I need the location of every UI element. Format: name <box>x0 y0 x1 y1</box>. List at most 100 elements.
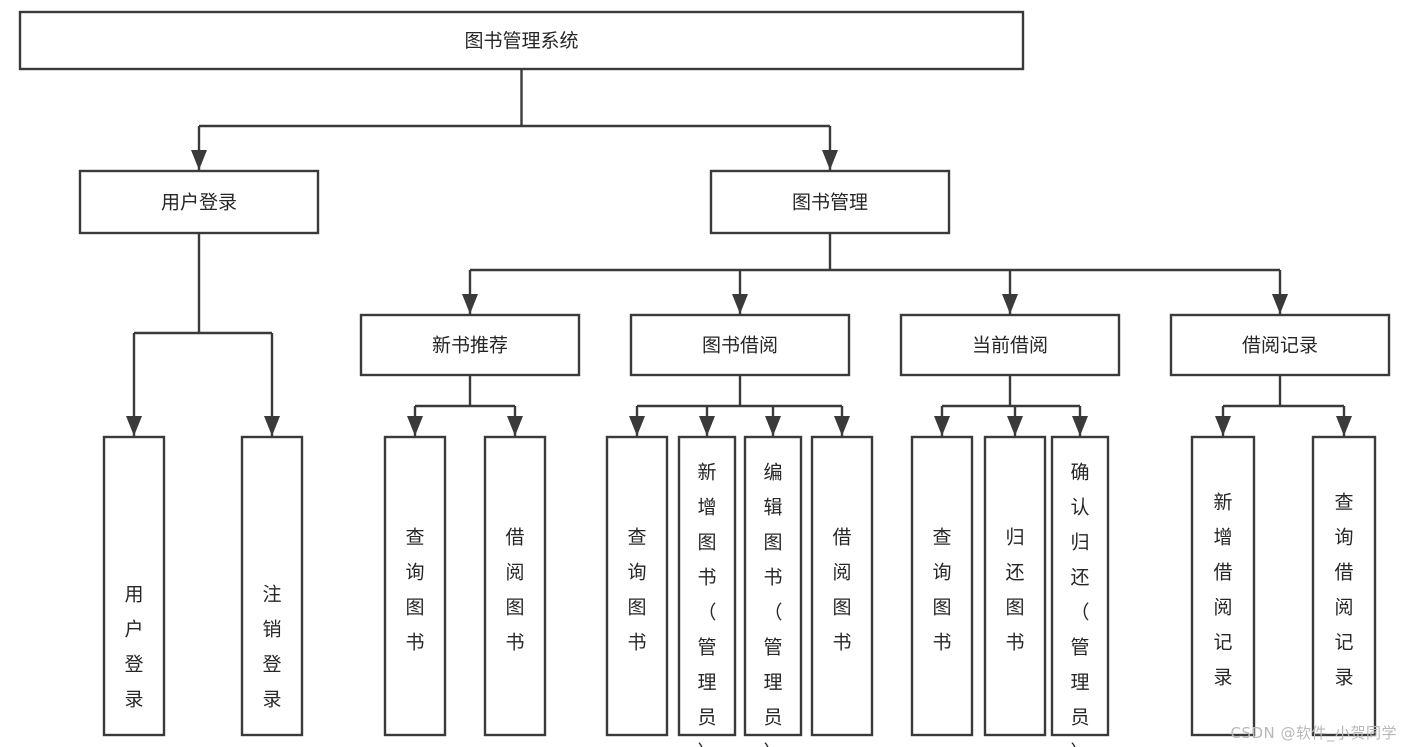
svg-text:录: 录 <box>262 688 281 710</box>
svg-text:查: 查 <box>1334 491 1353 513</box>
svg-text:还: 还 <box>1005 561 1024 583</box>
svg-text:认: 认 <box>1070 496 1089 518</box>
svg-text:询: 询 <box>405 561 424 583</box>
svg-text:图: 图 <box>697 531 716 553</box>
node-new-book-recommend[interactable] <box>359 313 581 377</box>
svg-text:借: 借 <box>1334 561 1353 583</box>
node-label-root: 图书管理系统 <box>464 30 578 52</box>
svg-text:用: 用 <box>124 583 143 605</box>
svg-text:）: ） <box>763 741 782 747</box>
leaf-node-6[interactable] <box>743 435 803 737</box>
svg-text:）: ） <box>1070 741 1089 747</box>
arrow-down-icon <box>407 416 423 436</box>
svg-text:图: 图 <box>763 531 782 553</box>
svg-text:（: （ <box>763 601 782 623</box>
svg-text:编: 编 <box>763 461 782 483</box>
svg-text:图: 图 <box>627 596 646 618</box>
arrow-down-icon <box>699 416 715 436</box>
svg-text:（: （ <box>1070 601 1089 623</box>
arrow-down-icon <box>507 416 523 436</box>
svg-text:录: 录 <box>1334 666 1353 688</box>
arrow-down-icon <box>934 416 950 436</box>
label-layer: 图书管理系统用户登录图书管理新书推荐图书借阅当前借阅借阅记录用户登录注销登录查询… <box>124 30 1353 747</box>
leaf-node-8[interactable] <box>910 435 974 737</box>
svg-text:归: 归 <box>1070 531 1089 553</box>
svg-text:查: 查 <box>627 526 646 548</box>
svg-text:图: 图 <box>505 596 524 618</box>
svg-text:书: 书 <box>832 631 851 653</box>
node-layer <box>18 10 1391 737</box>
leaf-node-5[interactable] <box>677 435 737 737</box>
svg-text:管: 管 <box>697 636 716 658</box>
svg-text:图: 图 <box>1005 596 1024 618</box>
svg-text:借: 借 <box>505 526 524 548</box>
svg-text:归: 归 <box>1005 526 1024 548</box>
svg-text:管: 管 <box>1070 636 1089 658</box>
arrow-down-icon <box>629 416 645 436</box>
svg-text:管: 管 <box>763 636 782 658</box>
leaf-node-4[interactable] <box>605 435 669 737</box>
arrow-down-icon <box>264 416 280 436</box>
node-current-borrow-label: 当前借阅 <box>972 335 1048 357</box>
svg-text:阅: 阅 <box>1334 596 1353 618</box>
node-borrow-record[interactable] <box>1169 313 1391 377</box>
leaf-node-9[interactable] <box>983 435 1047 737</box>
leaf-node-12[interactable] <box>1311 435 1377 737</box>
leaf-node-0[interactable] <box>102 435 166 737</box>
node-book-borrow[interactable] <box>629 313 851 377</box>
svg-text:录: 录 <box>1213 666 1232 688</box>
node-user-login[interactable] <box>78 169 320 235</box>
svg-text:书: 书 <box>1005 631 1024 653</box>
svg-text:理: 理 <box>697 671 716 693</box>
leaf-label-0: 用户登录 <box>124 583 143 710</box>
node-borrow-record-label: 借阅记录 <box>1242 335 1318 357</box>
svg-text:记: 记 <box>1334 631 1353 653</box>
svg-text:）: ） <box>697 741 716 747</box>
svg-text:书: 书 <box>627 631 646 653</box>
svg-text:辑: 辑 <box>763 496 782 518</box>
svg-text:书: 书 <box>505 631 524 653</box>
svg-text:新: 新 <box>697 461 716 483</box>
node-root-system[interactable] <box>18 10 1025 71</box>
svg-text:确: 确 <box>1070 461 1089 483</box>
leaf-node-7[interactable] <box>810 435 874 737</box>
leaf-node-10[interactable] <box>1050 435 1110 737</box>
svg-text:借: 借 <box>1213 561 1232 583</box>
svg-text:询: 询 <box>932 561 951 583</box>
arrow-down-icon <box>1272 294 1288 314</box>
node-new-book-recommend-label: 新书推荐 <box>432 335 508 357</box>
node-book-borrow-label: 图书借阅 <box>702 335 778 357</box>
svg-text:阅: 阅 <box>832 561 851 583</box>
svg-text:登: 登 <box>124 653 143 675</box>
arrow-down-icon <box>1072 416 1088 436</box>
leaf-node-1[interactable] <box>240 435 304 737</box>
node-book-management[interactable] <box>709 169 951 235</box>
svg-text:员: 员 <box>697 706 716 728</box>
arrow-down-icon <box>462 294 478 314</box>
connector-layer <box>126 69 1352 436</box>
leaf-node-3[interactable] <box>483 435 547 737</box>
arrow-down-icon <box>1007 416 1023 436</box>
node-current-borrow[interactable] <box>899 313 1121 377</box>
leaf-node-11[interactable] <box>1190 435 1256 737</box>
svg-text:员: 员 <box>1070 706 1089 728</box>
svg-text:员: 员 <box>763 706 782 728</box>
svg-text:（: （ <box>697 601 716 623</box>
svg-text:图: 图 <box>832 596 851 618</box>
arrow-down-icon <box>765 416 781 436</box>
leaf-node-2[interactable] <box>383 435 447 737</box>
svg-text:询: 询 <box>627 561 646 583</box>
arrow-down-icon <box>822 150 838 170</box>
svg-text:查: 查 <box>405 526 424 548</box>
node-label-book-management: 图书管理 <box>792 192 868 214</box>
